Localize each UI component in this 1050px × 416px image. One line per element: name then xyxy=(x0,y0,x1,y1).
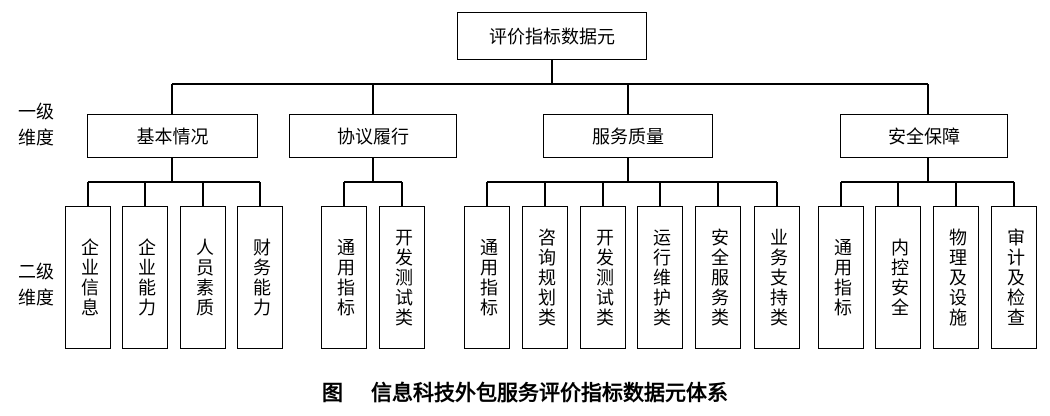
figure-label: 图 xyxy=(322,381,343,405)
level1-dimension-label: 一级 维度 xyxy=(14,100,58,152)
level1-node-service-quality: 服务质量 xyxy=(543,114,713,158)
level2-node-dev-test: 开发测试类 xyxy=(379,206,425,349)
level2-node-dev-test: 开发测试类 xyxy=(580,206,626,349)
level2-node-general-indicators: 通用指标 xyxy=(321,206,367,349)
level1-node-agreement: 协议履行 xyxy=(289,114,457,158)
root-node: 评价指标数据元 xyxy=(457,12,647,60)
figure-title: 信息科技外包服务评价指标数据元体系 xyxy=(371,381,728,405)
level2-node-consulting-planning: 咨询规划类 xyxy=(522,206,568,349)
level1-label-line2: 维度 xyxy=(18,128,54,149)
figure-caption: 图 信息科技外包服务评价指标数据元体系 xyxy=(0,377,1050,407)
level2-node-security-services: 安全服务类 xyxy=(695,206,741,349)
level2-label-line2: 维度 xyxy=(18,288,54,309)
level2-node-company-info: 企业信息 xyxy=(65,206,111,349)
level2-node-business-support: 业务支持类 xyxy=(754,206,800,349)
level2-node-internal-control: 内控安全 xyxy=(875,206,921,349)
level2-node-general-indicators: 通用指标 xyxy=(818,206,864,349)
level1-label-line1: 一级 xyxy=(18,102,54,123)
level2-node-operations: 运行维护类 xyxy=(637,206,683,349)
level2-node-physical-facilities: 物理及设施 xyxy=(933,206,979,349)
level1-node-security: 安全保障 xyxy=(840,114,1008,158)
level2-node-general-indicators: 通用指标 xyxy=(464,206,510,349)
level2-node-company-capability: 企业能力 xyxy=(122,206,168,349)
level2-node-financial-capability: 财务能力 xyxy=(237,206,283,349)
level2-node-audit-inspection: 审计及检查 xyxy=(991,206,1037,349)
level2-node-staff-quality: 人员素质 xyxy=(180,206,226,349)
level1-node-basic-info: 基本情况 xyxy=(87,114,258,158)
level2-label-line1: 二级 xyxy=(18,262,54,283)
level2-dimension-label: 二级 维度 xyxy=(14,260,58,312)
